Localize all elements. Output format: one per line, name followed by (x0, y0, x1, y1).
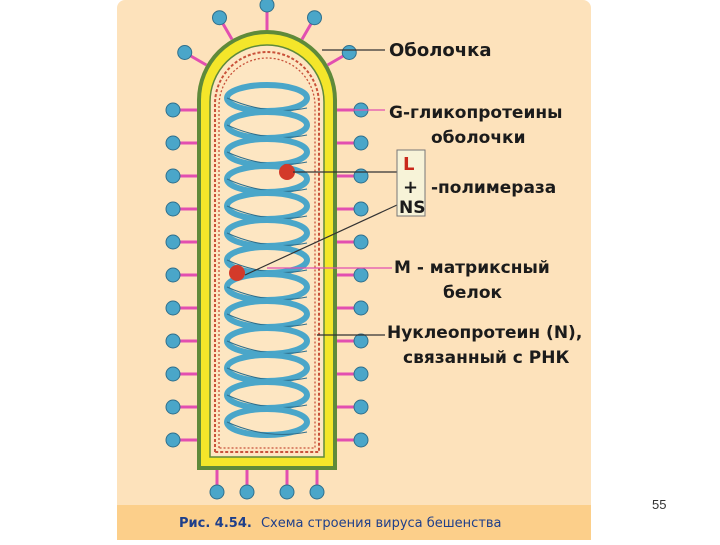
label-envelope: Оболочка (389, 40, 492, 61)
glycoprotein-spike (337, 135, 369, 151)
glycoprotein-spike (165, 267, 197, 283)
glycoprotein-spike (337, 300, 369, 316)
glycoprotein-spike (326, 45, 357, 67)
label-polymerase-NS: NS (399, 198, 425, 218)
virus-diagram: Оболочка G-гликопротеины оболочки L + NS… (117, 0, 591, 540)
glycoprotein-spike (165, 102, 197, 118)
glycoprotein-spike (209, 470, 225, 500)
nucleocapsid-helix (224, 82, 310, 438)
glycoprotein-spike (165, 333, 197, 349)
label-glycoproteins-line2: оболочки (431, 128, 525, 148)
figure-caption: Рис. 4.54. Схема строения вируса бешенст… (179, 516, 502, 531)
glycoprotein-spike (165, 201, 197, 217)
glycoprotein-spike (337, 399, 369, 415)
label-matrix-line1: М - матриксный (394, 258, 550, 278)
label-polymerase-plus: + (403, 177, 418, 198)
glycoprotein-spike (165, 300, 197, 316)
label-nucleoprotein-line2: связанный с РНК (403, 348, 569, 368)
label-glycoproteins-line1: G-гликопротеины (389, 103, 562, 123)
glycoprotein-spike (279, 470, 295, 500)
leader-lines (244, 49, 398, 336)
glycoprotein-spikes (165, 0, 369, 500)
glycoprotein-spike (309, 470, 325, 500)
glycoprotein-spike (300, 10, 322, 41)
caption-prefix: Рис. 4.54. (179, 516, 252, 531)
glycoprotein-spike (259, 0, 275, 30)
glycoprotein-spike (177, 45, 208, 67)
glycoprotein-spike (165, 399, 197, 415)
glycoprotein-spike (337, 201, 369, 217)
caption-band (117, 505, 591, 540)
glycoprotein-spike (337, 333, 369, 349)
label-polymerase: -полимераза (431, 178, 556, 198)
slide-number: 55 (652, 497, 667, 512)
glycoprotein-spike (165, 135, 197, 151)
polymerase-dot (279, 164, 295, 180)
glycoprotein-spike (337, 366, 369, 382)
membrane-dashes (214, 51, 320, 453)
polymerase-dot (229, 265, 245, 281)
membrane-dashes-inner (218, 57, 316, 449)
glycoprotein-spike (165, 168, 197, 184)
glycoprotein-spike (212, 10, 234, 41)
glycoprotein-spike (337, 432, 369, 448)
glycoprotein-spike (165, 366, 197, 382)
label-polymerase-L: L (403, 154, 414, 175)
glycoprotein-spike (239, 470, 255, 500)
glycoprotein-spike (337, 234, 369, 250)
glycoprotein-spike (165, 432, 197, 448)
envelope-inner (209, 44, 325, 458)
rabies-virus-figure: Оболочка G-гликопротеины оболочки L + NS… (117, 0, 591, 540)
polymerase-box (396, 149, 426, 217)
leader-NS (244, 204, 398, 276)
label-matrix-line2: белок (443, 283, 503, 303)
caption-text: Схема строения вируса бешенства (261, 516, 502, 531)
glycoprotein-spike (165, 234, 197, 250)
helix-coil-shade (226, 421, 308, 435)
label-nucleoprotein-line1: Нуклеопротеин (N), (387, 323, 582, 343)
